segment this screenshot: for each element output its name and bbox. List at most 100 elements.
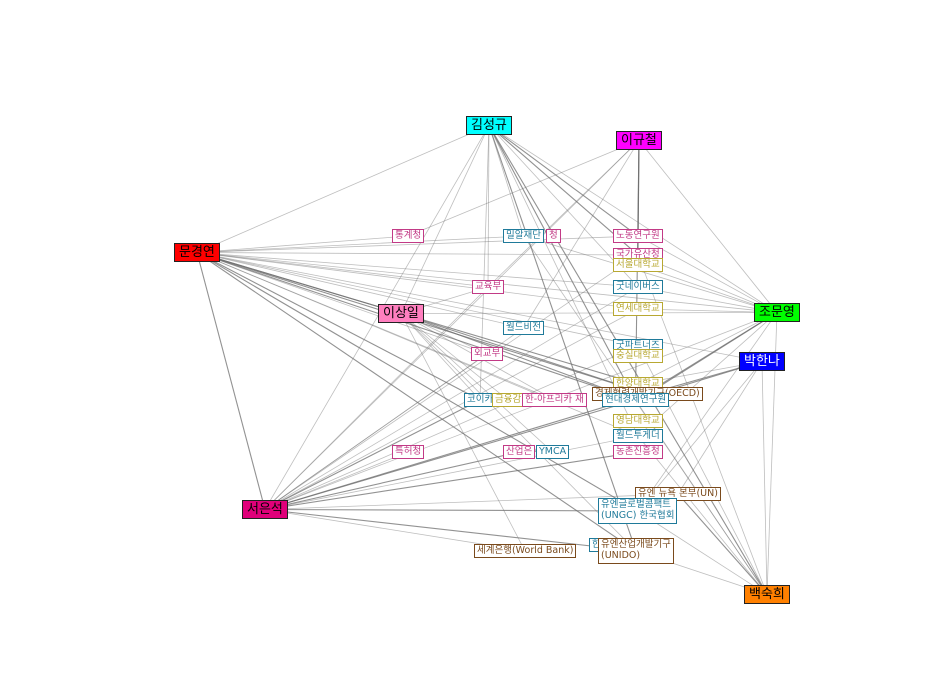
edge-baek-sh-ungc xyxy=(637,510,768,595)
org-node-hyundai[interactable]: 현대경제연구원 xyxy=(602,393,670,407)
edge-lee-si-oecd xyxy=(400,312,648,395)
edge-seo-es-worldtogether xyxy=(264,435,639,510)
edge-park-hn-ungc xyxy=(637,361,763,512)
edge-seo-es-koica xyxy=(264,399,481,510)
edge-seo-es-yonsei xyxy=(264,308,639,510)
org-node-koreaafrica[interactable]: 한-아프리카 재 xyxy=(522,393,587,407)
org-label: 노동연구원 xyxy=(616,230,660,241)
edge-moon-gy-ungc xyxy=(196,252,638,512)
org-label: 연세대학교 xyxy=(616,303,660,314)
org-node-cheong[interactable]: 청 xyxy=(546,229,561,243)
edge-moon-gy-koica xyxy=(196,252,481,401)
edge-baek-sh-worldtogether xyxy=(637,435,768,595)
org-node-labor[interactable]: 노동연구원 xyxy=(613,229,663,243)
org-node-yeungnam[interactable]: 영남대학교 xyxy=(613,414,663,428)
org-label: 특허청 xyxy=(395,446,422,457)
edge-seo-es-patent xyxy=(264,451,409,510)
org-node-un-ny[interactable]: 유엔 뉴욕 본부(UN) xyxy=(635,487,721,501)
edge-lee-gc-worldvision xyxy=(523,140,640,329)
edge-seo-es-heritage xyxy=(264,254,639,510)
edge-kim-sg-hyundai xyxy=(488,125,636,401)
edge-kim-sg-lee-si xyxy=(400,125,490,314)
edge-kim-sg-cho-my xyxy=(488,125,778,313)
org-label: YMCA xyxy=(539,446,567,457)
org-node-finance[interactable]: 금융감 xyxy=(492,393,525,407)
org-label: 월드비전 xyxy=(506,322,541,333)
person-node-kim-sg[interactable]: 김성규 xyxy=(466,116,512,135)
edge-cho-my-milal xyxy=(523,235,778,313)
edge-moon-gy-park-hn xyxy=(196,252,763,362)
edge-moon-gy-mofa xyxy=(196,252,488,355)
org-node-ungc[interactable]: 유엔글로벌콤팩트(UNGC) 한국협회 xyxy=(598,498,678,524)
edge-lee-gc-stats xyxy=(407,140,640,237)
org-label: 굿네이버스 xyxy=(616,281,660,292)
person-node-lee-gc[interactable]: 이규철 xyxy=(616,131,662,150)
edge-lee-si-finance xyxy=(400,313,509,401)
person-node-park-hn[interactable]: 박한나 xyxy=(739,352,785,371)
edge-moon-gy-edu xyxy=(196,252,489,288)
edge-lee-si-ymca xyxy=(400,313,553,453)
person-node-lee-si[interactable]: 이상일 xyxy=(378,304,424,323)
edge-kim-sg-milal xyxy=(488,125,524,237)
org-label: 밀알재단 xyxy=(506,230,541,241)
edge-moon-gy-unido xyxy=(196,252,637,552)
edge-kim-sg-labor xyxy=(488,125,639,237)
edge-seo-es-unido xyxy=(264,508,637,552)
edge-kim-sg-seo-es xyxy=(264,125,490,510)
edge-moon-gy-oecd xyxy=(196,251,648,395)
org-node-soongsil[interactable]: 숭실대학교 xyxy=(613,349,663,363)
edge-lee-gc-seo-es xyxy=(264,140,640,510)
org-label: 청 xyxy=(549,230,558,241)
edge-lee-si-worldbank xyxy=(400,313,526,552)
org-label: 코이카 xyxy=(467,394,494,405)
org-label: 서울대학교 xyxy=(616,259,660,270)
org-node-worldvision[interactable]: 월드비전 xyxy=(503,321,544,335)
edge-cho-my-hanyang xyxy=(637,312,778,385)
org-node-yonsei[interactable]: 연세대학교 xyxy=(613,302,663,316)
org-label: 유엔글로벌콤팩트 xyxy=(601,499,671,510)
edge-cho-my-seo-es xyxy=(264,312,778,510)
org-node-stats[interactable]: 통계청 xyxy=(392,229,425,243)
org-node-rda[interactable]: 농촌진흥청 xyxy=(613,445,663,459)
org-label: 통계청 xyxy=(395,230,422,241)
edge-moon-gy-labor xyxy=(196,235,639,253)
org-node-snu[interactable]: 서울대학교 xyxy=(613,258,663,272)
org-node-ymca[interactable]: YMCA xyxy=(536,445,570,459)
edge-kim-sg-edu xyxy=(487,125,490,288)
edge-kim-sg-moon-gy xyxy=(196,125,490,253)
org-node-worldbank[interactable]: 세계은행(World Bank) xyxy=(474,544,577,558)
org-node-unido[interactable]: 유엔산업개발기구(UNIDO) xyxy=(598,538,674,564)
edge-seo-es-oecd xyxy=(264,393,648,511)
org-label: 유엔 뉴욕 본부(UN) xyxy=(638,488,718,499)
edge-seo-es-rda xyxy=(264,451,639,511)
org-node-industrybank[interactable]: 산업은 xyxy=(503,445,536,459)
edge-moon-gy-yonsei xyxy=(196,252,639,310)
person-node-cho-my[interactable]: 조문영 xyxy=(754,303,800,322)
person-node-seo-es[interactable]: 서은석 xyxy=(242,500,288,519)
edge-cho-my-snu xyxy=(637,264,778,313)
org-label-line2: (UNGC) 한국협회 xyxy=(601,509,675,521)
org-label: 영남대학교 xyxy=(616,415,660,426)
org-node-edu[interactable]: 교육부 xyxy=(472,280,505,294)
org-label: 한양대학교 xyxy=(616,378,660,389)
edge-seo-es-mofa xyxy=(264,353,488,510)
edge-moon-gy-goodneighbors xyxy=(196,252,639,288)
org-node-patent[interactable]: 특허청 xyxy=(392,445,425,459)
org-node-mofa[interactable]: 외교부 xyxy=(471,347,504,361)
org-label: 외교부 xyxy=(474,348,501,359)
edge-lee-si-cho-my xyxy=(400,312,778,314)
edge-seo-es-goodpartners xyxy=(264,345,639,510)
person-node-moon-gy[interactable]: 문경연 xyxy=(174,243,220,262)
edge-moon-gy-goodpartners xyxy=(196,252,639,347)
edge-baek-sh-un-ny xyxy=(677,493,768,595)
org-label: 산업은 xyxy=(506,446,533,457)
edge-park-hn-un-ny xyxy=(677,361,763,495)
org-node-worldtogether[interactable]: 월드투게더 xyxy=(613,429,663,443)
org-node-milal[interactable]: 밀알재단 xyxy=(503,229,544,243)
edge-seo-es-edu xyxy=(264,286,489,510)
org-label: 세계은행(World Bank) xyxy=(477,545,574,556)
person-node-baek-sh[interactable]: 백숙희 xyxy=(744,585,790,604)
org-node-goodneighbors[interactable]: 굿네이버스 xyxy=(613,280,663,294)
org-label: 농촌진흥청 xyxy=(616,446,660,457)
